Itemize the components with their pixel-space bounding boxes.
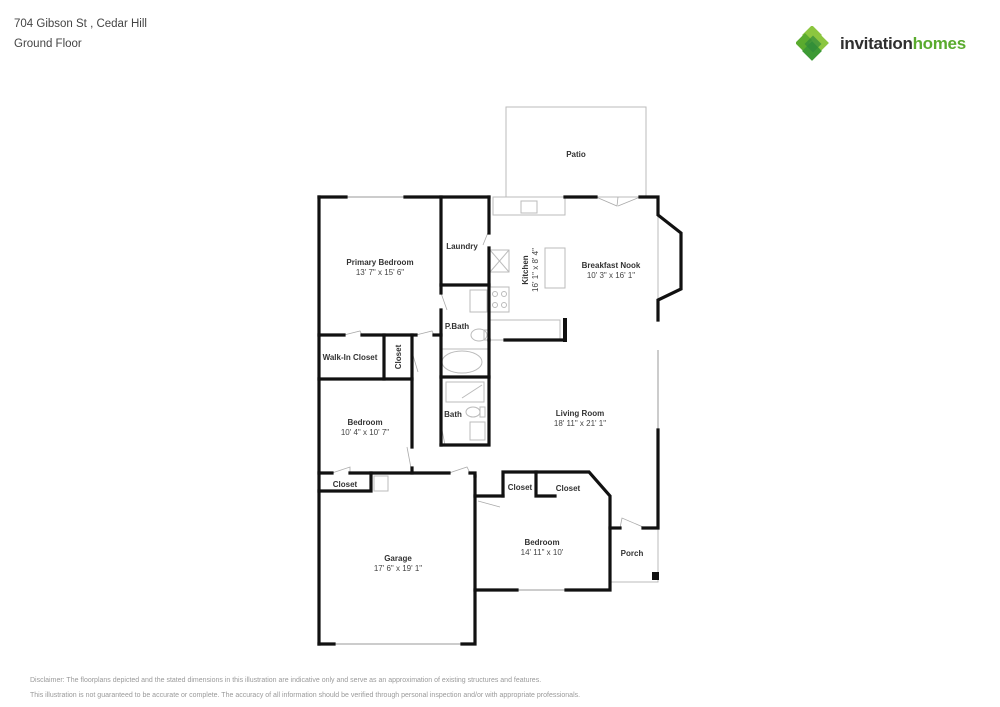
room-laundry-name: Laundry [446, 242, 478, 251]
room-patio-name: Patio [566, 150, 586, 159]
room-primary-bedroom-dims: 13' 7" x 15' 6" [356, 268, 404, 277]
room-walk-in-closet-name: Walk-In Closet [323, 353, 378, 362]
room-breakfast-nook-dims: 10' 3" x 16' 1" [587, 271, 635, 280]
room-labels: Patio Primary Bedroom 13' 7" x 15' 6" La… [323, 150, 644, 573]
room-porch-name: Porch [621, 549, 644, 558]
room-garage-dims: 17' 6" x 19' 1" [374, 564, 422, 573]
logo-mark-icon [796, 26, 829, 61]
disclaimer-line-1: Disclaimer: The floorplans depicted and … [30, 677, 542, 684]
floor-label: Ground Floor [14, 38, 82, 50]
room-closet-angled-name: Closet [556, 484, 581, 493]
room-kitchen-dims: 16' 1" x 8' 4" [531, 248, 540, 292]
header: 704 Gibson St , Cedar Hill Ground Floor [14, 14, 147, 54]
room-bedroom-bottom-dims: 14' 11" x 10' [521, 548, 564, 557]
room-bedroom-left-name: Bedroom [347, 418, 382, 427]
room-primary-bedroom-name: Primary Bedroom [346, 258, 413, 267]
room-garage-name: Garage [384, 554, 412, 563]
room-breakfast-nook-name: Breakfast Nook [582, 261, 641, 270]
brand-logo: invitationhomes [796, 26, 966, 62]
room-living-room-dims: 18' 11" x 21' 1" [554, 419, 606, 428]
porch-post [652, 572, 659, 580]
address-label: 704 Gibson St , Cedar Hill [14, 18, 147, 30]
room-closet-small-name: Closet [508, 483, 533, 492]
room-bedroom-left-dims: 10' 4" x 10' 7" [341, 428, 389, 437]
room-bath-name: Bath [444, 410, 462, 419]
walls [317, 195, 683, 646]
room-closet-left-name: Closet [333, 480, 358, 489]
logo-wordmark: invitationhomes [840, 34, 966, 53]
room-closet-vertical-name: Closet [394, 344, 403, 369]
disclaimer: Disclaimer: The floorplans depicted and … [30, 673, 580, 703]
room-living-room-name: Living Room [556, 409, 604, 418]
room-kitchen-name: Kitchen [521, 255, 530, 284]
disclaimer-line-2: This illustration is not guaranteed to b… [30, 692, 581, 699]
room-bedroom-bottom-name: Bedroom [524, 538, 559, 547]
room-pbath-name: P.Bath [445, 322, 469, 331]
